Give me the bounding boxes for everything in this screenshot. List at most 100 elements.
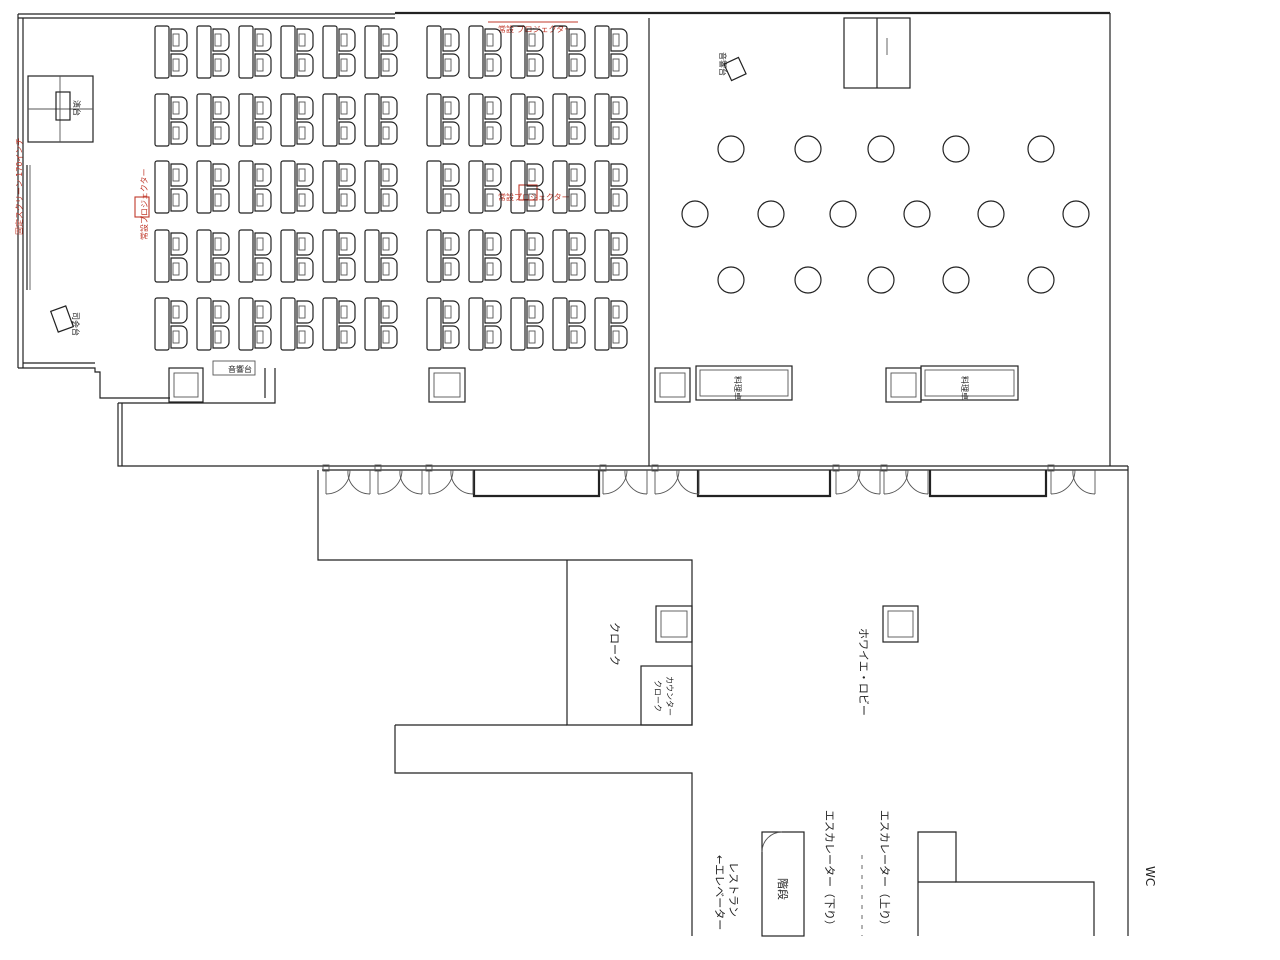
- desk-pair: [594, 25, 628, 79]
- door: [1047, 464, 1096, 495]
- cooking-table-2: [920, 365, 1019, 401]
- desk-pair: [196, 229, 230, 283]
- desk-pair: [552, 229, 586, 283]
- round-table: [977, 200, 1005, 228]
- desk-pair: [510, 25, 544, 79]
- screen-label: 固定スクリーン 170インチ: [14, 138, 24, 235]
- desk-pair: [196, 297, 230, 351]
- desk-pair: [154, 93, 188, 147]
- desk-pair: [552, 297, 586, 351]
- round-table: [1027, 266, 1055, 294]
- elevator-label-2: レストラン: [727, 862, 740, 917]
- desk-pair: [364, 25, 398, 79]
- desk-pair: [322, 160, 356, 214]
- desk-pair: [322, 297, 356, 351]
- desk-pair: [238, 160, 272, 214]
- desk-pair: [426, 93, 460, 147]
- desk-pair: [154, 297, 188, 351]
- round-table: [681, 200, 709, 228]
- cooking-table-1: [695, 365, 793, 401]
- round-table: [1062, 200, 1090, 228]
- desk-pair: [280, 93, 314, 147]
- desk-pair: [510, 160, 544, 214]
- pillars: [168, 367, 922, 643]
- projector-center-label: 常設プロジェクター: [498, 192, 570, 202]
- desk-pair: [154, 25, 188, 79]
- round-table: [829, 200, 857, 228]
- cooking-table-2-label: 料理卓: [960, 376, 970, 400]
- storage-cabinet: [843, 17, 911, 89]
- desk-pair: [280, 229, 314, 283]
- audio-left-label: 音響台: [228, 364, 252, 374]
- entrance-doors: [322, 464, 1096, 495]
- desk-pair: [510, 229, 544, 283]
- door: [880, 464, 929, 495]
- desk-pair: [594, 229, 628, 283]
- desk-pair: [154, 160, 188, 214]
- desk-pair: [238, 297, 272, 351]
- desk-pair: [468, 25, 502, 79]
- desk-pair: [280, 297, 314, 351]
- desk-pair: [426, 229, 460, 283]
- desk-pair: [594, 160, 628, 214]
- desk-pair: [238, 93, 272, 147]
- desk-pair: [364, 93, 398, 147]
- round-table: [867, 266, 895, 294]
- desk-pair: [468, 297, 502, 351]
- desk-pair: [364, 229, 398, 283]
- desk-pair: [468, 160, 502, 214]
- projector-center-mark: [518, 184, 538, 201]
- door: [599, 464, 648, 495]
- desk-pair: [280, 25, 314, 79]
- desk-pair: [594, 93, 628, 147]
- desk-pair: [426, 25, 460, 79]
- escalator-down-label: エスカレーター（下り）: [823, 810, 836, 931]
- desk-pair: [280, 160, 314, 214]
- podium-small-label: 司会台: [71, 312, 81, 336]
- desk-pair: [510, 297, 544, 351]
- desk-pair: [552, 93, 586, 147]
- desk-pair: [552, 25, 586, 79]
- desk-pair: [322, 93, 356, 147]
- desk-pair: [426, 160, 460, 214]
- round-table: [903, 200, 931, 228]
- desk-pair: [322, 25, 356, 79]
- round-table: [717, 266, 745, 294]
- door: [425, 464, 474, 495]
- desk-pair: [468, 229, 502, 283]
- door: [322, 464, 371, 495]
- foyer-lobby-label: ホワイエ・ロビー: [857, 628, 870, 716]
- podium-small: [49, 305, 75, 333]
- cloak-label: クローク: [608, 622, 621, 666]
- cooking-table-1-label: 料理卓: [733, 376, 743, 400]
- desk-pair: [510, 93, 544, 147]
- screen: [26, 165, 31, 290]
- round-tables: [681, 135, 1090, 294]
- projector-left-label: 常設プロジェクター: [139, 168, 149, 240]
- desk-pair: [426, 297, 460, 351]
- round-table: [1027, 135, 1055, 163]
- audio-right-label: 音響台: [718, 52, 728, 76]
- desk-pair: [196, 25, 230, 79]
- desk-pair: [364, 297, 398, 351]
- wc-label: WC: [1143, 866, 1157, 886]
- door: [832, 464, 881, 495]
- round-table: [794, 266, 822, 294]
- round-table: [867, 135, 895, 163]
- audio-console-left: [212, 360, 256, 376]
- round-table: [942, 266, 970, 294]
- desk-pair: [238, 229, 272, 283]
- classroom-seating: [154, 25, 628, 351]
- projector-left-mark: [134, 196, 150, 218]
- audio-console-right: [723, 56, 747, 82]
- cloak-counter-label-1: クローク: [653, 680, 662, 712]
- desk-pair: [196, 160, 230, 214]
- speaker-stand: [27, 75, 94, 143]
- desk-pair: [322, 229, 356, 283]
- door: [374, 464, 423, 495]
- desk-pair: [594, 297, 628, 351]
- door: [651, 464, 700, 495]
- round-table: [794, 135, 822, 163]
- round-table: [717, 135, 745, 163]
